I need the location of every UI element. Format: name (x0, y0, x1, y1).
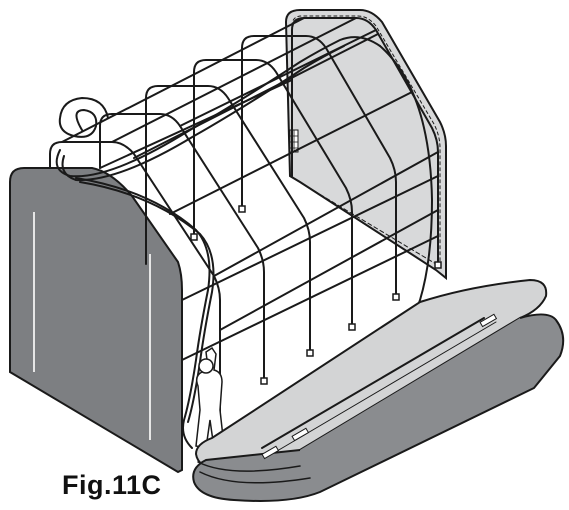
cover-sheet (192, 278, 565, 502)
frame-feet (190, 205, 442, 385)
figure-caption: Fig.11C (62, 470, 162, 500)
front-end-panel (9, 167, 183, 474)
person-figure (195, 346, 225, 449)
